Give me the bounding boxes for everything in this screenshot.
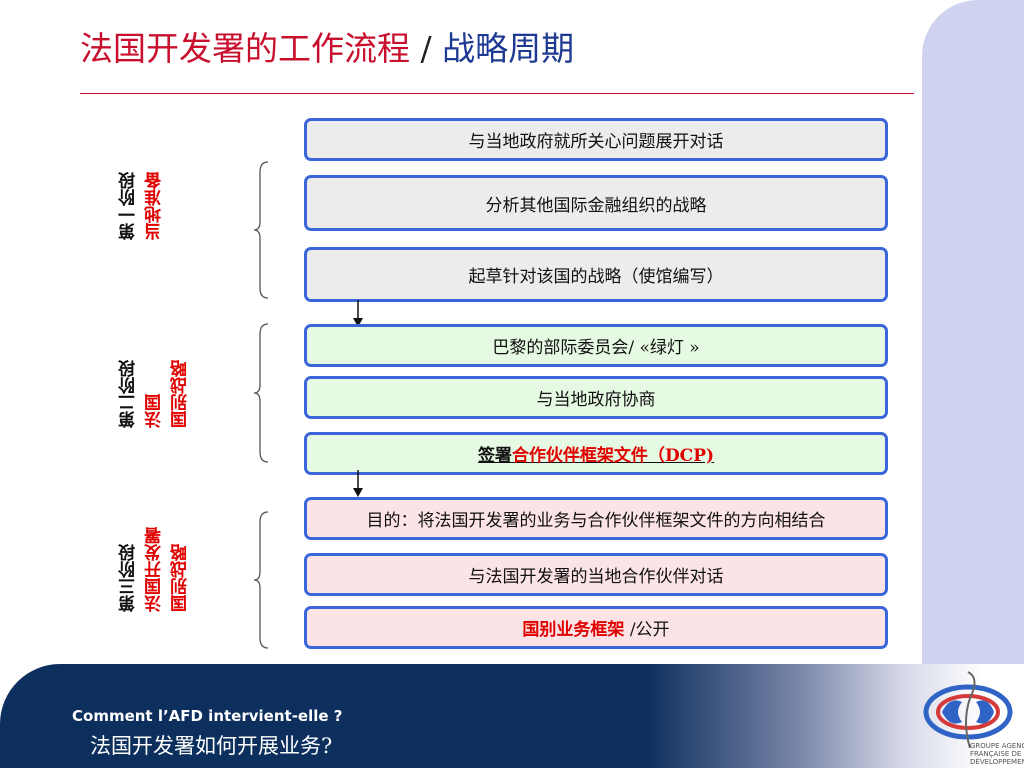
step-text: 与当地政府就所关心问题展开对话 [468, 132, 724, 152]
phase-1-line2: 当地准备 [145, 172, 165, 240]
logo-line-1: GROUPE AGENCE [970, 742, 1024, 750]
dcp-step-text: 签署合作伙伴框架文件（DCP) [478, 441, 714, 466]
step-box: 国别业务框架 /公开 [304, 606, 888, 649]
step-box: 分析其他国际金融组织的战略 [304, 175, 888, 231]
step-text: 起草针对该国的战略（使馆编写） [468, 267, 724, 287]
country-framework-highlight: 国别业务框架 [522, 620, 625, 640]
step-box: 与法国开发署的当地合作伙伴对话 [304, 553, 888, 596]
phase-2-brace [253, 323, 269, 463]
right-decor-band [922, 0, 1024, 768]
phase-3-brace [253, 511, 269, 649]
step-text: 目的：将法国开发署的业务与合作伙伴框架文件的方向相结合 [366, 511, 826, 531]
dcp-abbr: DCP) [664, 446, 715, 466]
phase-1-label: 第一阶段 当地准备 [116, 172, 168, 240]
step-text: 国别业务框架 /公开 [522, 615, 669, 640]
phase-2-label: 第二阶段 法国 国别战略 [116, 360, 194, 428]
title-main: 法国开发署的工作流程 [80, 29, 410, 68]
footer-band [0, 664, 1024, 768]
step-text: 分析其他国际金融组织的战略 [485, 195, 707, 216]
logo-line-3: DÉVELOPPEMENT [970, 757, 1024, 766]
step-box: 与当地政府就所关心问题展开对话 [304, 118, 888, 161]
arrow-down-2 [353, 470, 363, 497]
step-box: 起草针对该国的战略（使馆编写） [304, 247, 888, 302]
country-framework-suffix: /公开 [624, 620, 670, 640]
page-title: 法国开发署的工作流程 / 战略周期 [80, 22, 574, 70]
phase-2-line3: 国别战略 [171, 360, 191, 428]
step-text: 与法国开发署的当地合作伙伴对话 [468, 567, 724, 587]
logo-line-2: FRANÇAISE DE [970, 750, 1021, 758]
afd-logo: GROUPE AGENCE FRANÇAISE DE DÉVELOPPEMENT [923, 671, 1024, 766]
phase-1-line1: 第一阶段 [119, 172, 139, 240]
phase-3-line2: 法国开发署 [145, 527, 165, 612]
phase-2-line1: 第二阶段 [119, 360, 139, 428]
arrow-down-1 [353, 300, 363, 327]
step-text: 与当地政府协商 [536, 390, 656, 410]
title-sub: 战略周期 [442, 29, 575, 68]
footer-chinese-text: 法国开发署如何开展业务? [90, 734, 333, 758]
footer-french-text: Comment l’AFD intervient-elle ? [72, 707, 343, 725]
step-box: 与当地政府协商 [304, 376, 888, 419]
title-separator: / [410, 29, 443, 68]
phase-2-line2: 法国 [145, 394, 165, 428]
step-text: 巴黎的部际委员会/ «绿灯 » [492, 338, 700, 358]
step-box: 目的：将法国开发署的业务与合作伙伴框架文件的方向相结合 [304, 497, 888, 540]
phase-3-label: 第三阶段 法国开发署 国别战略 [116, 527, 194, 612]
step-box: 签署合作伙伴框架文件（DCP) [304, 432, 888, 475]
dcp-highlight: 合作伙伴框架文件（ [511, 446, 665, 466]
phase-3-line1: 第三阶段 [119, 544, 139, 612]
title-underline [80, 93, 914, 94]
phase-3-line3: 国别战略 [171, 544, 191, 612]
step-box: 巴黎的部际委员会/ «绿灯 » [304, 324, 888, 367]
dcp-prefix: 签署 [477, 446, 512, 466]
phase-1-brace [253, 161, 269, 299]
